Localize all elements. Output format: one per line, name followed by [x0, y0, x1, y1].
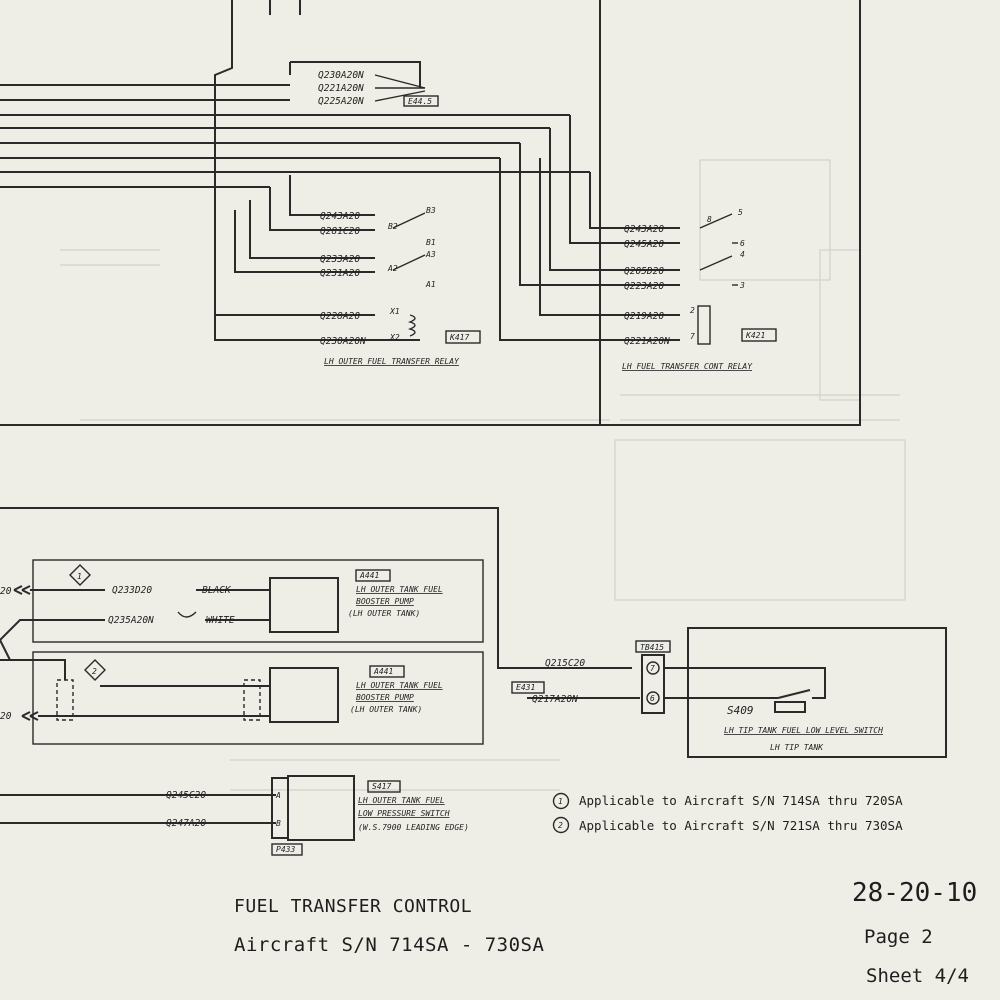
k421-wire-q219a20: Q219A20 [624, 311, 664, 322]
k417-wire-q231a20: Q231A20 [320, 268, 360, 279]
s417-name-line1: LH OUTER TANK FUEL [358, 796, 445, 805]
k421-pin-7: 7 [690, 332, 695, 341]
note-marker-1: 1 [77, 572, 82, 581]
pump2-booster-box [269, 667, 339, 723]
note-2-marker: 2 [558, 821, 563, 830]
k417-wire-q281c20: Q281C20 [320, 226, 360, 237]
pump1-location: (LH OUTER TANK) [348, 609, 420, 618]
k421-pin-3: 3 [739, 281, 745, 290]
lower-enclosure-line [0, 507, 632, 669]
upper-enclosure-frame [0, 0, 861, 426]
k421-wire-q243a20: Q243A20 [624, 224, 664, 235]
diagram-title: FUEL TRANSFER CONTROL [234, 896, 473, 917]
s417-name-line2: LOW PRESSURE SWITCH [358, 809, 450, 818]
sheet-number: Sheet 4/4 [866, 965, 969, 987]
pump2-id: A441 [373, 667, 393, 676]
k417-pin-a2: A2 [387, 264, 398, 273]
tb415-id: TB415 [640, 643, 664, 652]
k417-wire-q228a20: Q228A20 [320, 311, 360, 322]
tb415-ground-ref: E431 [516, 683, 535, 692]
note-marker-2: 2 [92, 667, 97, 676]
note-2-text: Applicable to Aircraft S/N 721SA thru 73… [579, 818, 903, 833]
k417-pin-b2: B2 [388, 222, 398, 231]
note-1-marker: 1 [558, 797, 563, 806]
k421-wire-q221a20n: Q221A20N [624, 336, 670, 347]
k417-pin-a1: A1 [425, 280, 436, 289]
k421-pin-6: 6 [740, 239, 745, 248]
s417-location: (W.S.7900 LEADING EDGE) [358, 823, 469, 832]
k421-wire-q245a20: Q245A20 [624, 239, 664, 250]
k417-pin-b3: B3 [426, 206, 436, 215]
note-1-text: Applicable to Aircraft S/N 714SA thru 72… [579, 793, 903, 808]
s417-pin-a: A [275, 791, 281, 800]
tb415-block [641, 654, 665, 714]
diagram-subtitle: Aircraft S/N 714SA - 730SA [234, 934, 545, 956]
k417-wire-q233a20: Q233A20 [320, 254, 360, 265]
pump2-name-line2: BOOSTER PUMP [356, 693, 414, 702]
s409-id: S409 [727, 704, 754, 717]
pump1-wire-black: BLACK [202, 585, 232, 596]
s417-connector [271, 777, 289, 839]
s417-wire-q247a20: Q247A20 [166, 818, 206, 829]
relay-k421-title: LH FUEL TRANSFER CONT RELAY [622, 362, 753, 371]
upper-section: Q230A20N Q221A20N Q225A20N E44.5 Q243A20… [0, 0, 861, 426]
edge-fragment-bottom: 20 [0, 711, 12, 722]
relay-k421-id: K421 [745, 331, 765, 340]
pump1-wire-q233d20: Q233D20 [112, 585, 152, 596]
tb415-wire-q215c20: Q215C20 [545, 658, 585, 669]
s417-pin-b: B [276, 819, 281, 828]
k421-wire-q223a20: Q223A20 [624, 281, 664, 292]
s417-id: S417 [372, 782, 391, 791]
page-number: Page 2 [864, 926, 933, 948]
pump1-name-line2: BOOSTER PUMP [356, 597, 414, 606]
pump1-wire-white: WHITE [206, 615, 235, 626]
k421-pin-8: 8 [707, 215, 712, 224]
pump2-frame [32, 651, 484, 745]
k417-pin-b1: B1 [426, 238, 436, 247]
relay-k421-contacts: 8 5 6 4 3 2 7 [690, 208, 745, 345]
upper-enclosure-line [214, 0, 420, 341]
k421-pin-5: 5 [738, 208, 743, 217]
ground-ref-e445: E44.5 [408, 97, 432, 106]
k417-pin-a3: A3 [425, 250, 436, 259]
tb415-terminal-7: 7 [650, 664, 655, 673]
pump1-wire-q235a20n: Q235A20N [108, 615, 154, 626]
tb415-terminal-6: 6 [650, 694, 655, 703]
relay-k421-coil [697, 305, 711, 345]
pump1-frame [32, 559, 484, 643]
relay-k417-coil [407, 314, 416, 337]
k421-wire-q205d20: Q205D20 [624, 266, 664, 277]
k421-pin-4: 4 [740, 250, 745, 259]
s409-name: LH TIP TANK FUEL LOW LEVEL SWITCH [724, 726, 883, 735]
bleed-through-artwork [60, 159, 906, 791]
relay-k417-id: K417 [449, 333, 469, 342]
pump2-location: (LH OUTER TANK) [350, 705, 422, 714]
k417-pin-x1: X1 [389, 307, 400, 316]
k421-pin-2: 2 [690, 306, 695, 315]
pump2-name-line1: LH OUTER TANK FUEL [356, 681, 443, 690]
applicability-notes: 1 Applicable to Aircraft S/N 714SA thru … [552, 792, 903, 834]
s417-switch-body [287, 775, 355, 841]
wire-label-q230a20n-top: Q230A20N [318, 70, 364, 81]
pump1-booster-box [269, 577, 339, 633]
s417-wire-q245c20: Q245C20 [166, 790, 206, 801]
tb415-wire-q217a20n: Q217A20N [532, 694, 578, 705]
k417-wire-q243a20: Q243A20 [320, 211, 360, 222]
s409-location: LH TIP TANK [770, 743, 824, 752]
pump1-name-line1: LH OUTER TANK FUEL [356, 585, 443, 594]
tip-tank-frame [687, 627, 947, 758]
relay-k417-contacts: B3 B2 B1 A3 A2 A1 X1 X2 [387, 206, 436, 342]
lower-section: 1 2 20 Q233D20 BLACK Q235A20N WHITE A441… [0, 507, 947, 856]
pump1-id: A441 [359, 571, 379, 580]
wire-label-q221a20n-top: Q221A20N [318, 83, 364, 94]
edge-fragment-top: 20 [0, 586, 12, 597]
k417-wire-q230a20n: Q230A20N [320, 336, 366, 347]
wire-label-q225a20n: Q225A20N [318, 96, 364, 107]
doc-number: 28-20-10 [852, 878, 978, 908]
k417-pin-x2: X2 [389, 333, 400, 342]
relay-k417-title: LH OUTER FUEL TRANSFER RELAY [324, 357, 460, 366]
s417-connector-id: P433 [276, 845, 295, 854]
